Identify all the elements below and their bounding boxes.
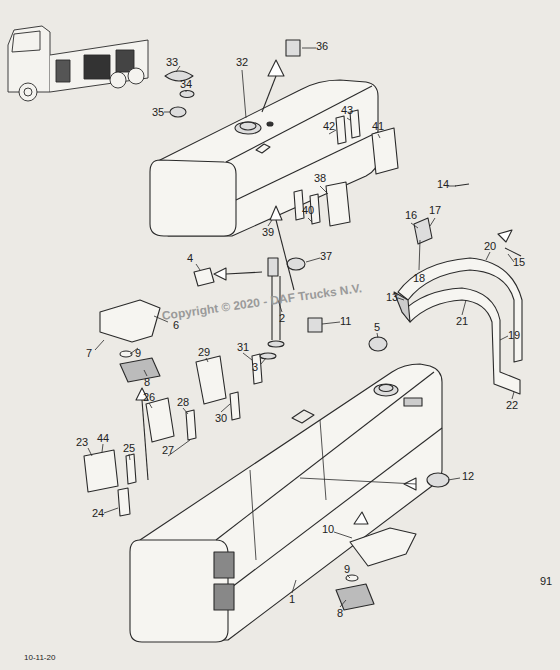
callout-number: 25	[123, 442, 135, 454]
callout-number: 36	[316, 40, 328, 52]
callout-number: 39	[262, 226, 274, 238]
callout-number: 9	[135, 347, 141, 359]
callout-number: 13	[386, 291, 398, 303]
callout-number: 24	[92, 507, 104, 519]
callout-number: 1	[289, 593, 295, 605]
callout-number: 19	[508, 329, 520, 341]
callout-number: 29	[198, 346, 210, 358]
callout-number: 34	[180, 78, 192, 90]
leader-lines	[88, 48, 514, 607]
callout-number: 35	[152, 106, 164, 118]
callout-number: 17	[429, 204, 441, 216]
callout-number: 8	[144, 376, 150, 388]
watermark: Copyright © 2020 - DAF Trucks N.V.	[161, 282, 363, 322]
callout-number: 27	[162, 444, 174, 456]
callout-number: 26	[143, 391, 155, 403]
callout-number: 7	[86, 347, 92, 359]
callout-number: 38	[314, 172, 326, 184]
callout-number: 33	[166, 56, 178, 68]
callout-number: 20	[484, 240, 496, 252]
date-code: 10-11-20	[24, 653, 55, 662]
callout-number: 40	[302, 204, 314, 216]
callout-number: 12	[462, 470, 474, 482]
tank-straps	[394, 184, 522, 394]
callout-number: 16	[405, 209, 417, 221]
callout-number: 3	[252, 361, 258, 373]
callout-number: 21	[456, 315, 468, 327]
callout-number: 2	[279, 312, 285, 324]
callout-number: 8	[337, 607, 343, 619]
assembly-arrows	[136, 60, 512, 524]
callout-number: 6	[173, 319, 179, 331]
callout-number: 15	[513, 256, 525, 268]
callout-number: 41	[372, 120, 384, 132]
callout-number: 91	[540, 575, 552, 587]
callout-number: 31	[237, 341, 249, 353]
brackets	[84, 110, 416, 610]
lower-fuel-tank	[130, 364, 442, 642]
callout-number: 4	[187, 252, 193, 264]
callout-number: 18	[413, 272, 425, 284]
callout-number: 22	[506, 399, 518, 411]
callout-number: 10	[322, 523, 334, 535]
callout-number: 14	[437, 178, 449, 190]
callout-number: 9	[344, 563, 350, 575]
fittings	[165, 40, 449, 487]
callout-number: 5	[374, 321, 380, 333]
callout-number: 23	[76, 436, 88, 448]
callout-number: 43	[341, 104, 353, 116]
callout-number: 30	[215, 412, 227, 424]
callout-number: 11	[340, 315, 351, 327]
truck-thumbnail	[8, 26, 148, 101]
callout-number: 44	[97, 432, 109, 444]
callout-number: 42	[323, 120, 335, 132]
callout-number: 28	[177, 396, 189, 408]
upper-fuel-tank	[150, 80, 378, 236]
callout-number: 37	[320, 250, 332, 262]
callout-number: 32	[236, 56, 248, 68]
